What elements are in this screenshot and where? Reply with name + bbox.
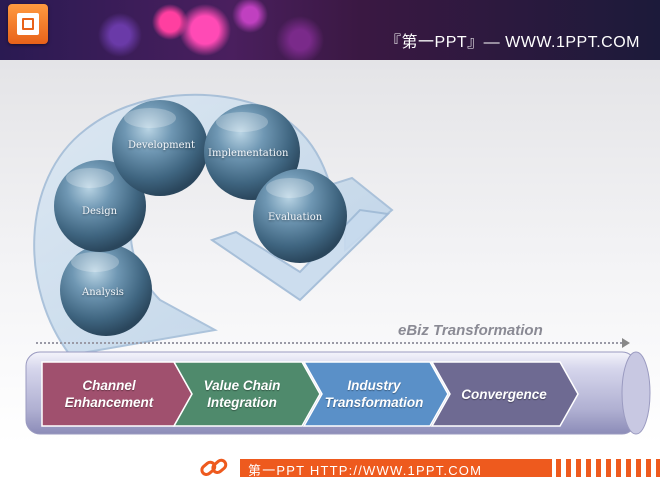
header-title: 『第一PPT』— WWW.1PPT.COM bbox=[385, 34, 640, 51]
step-label-channel-enhancement: Channel Enhancement bbox=[64, 378, 154, 410]
footer-stripes bbox=[556, 459, 660, 477]
footer-url[interactable]: 第一PPT HTTP://WWW.1PPT.COM bbox=[248, 463, 483, 478]
dotted-divider-arrow bbox=[622, 338, 630, 348]
sphere-development bbox=[112, 100, 208, 196]
sphere-analysis bbox=[60, 244, 152, 336]
sphere-design bbox=[54, 160, 146, 252]
step-label-convergence: Convergence bbox=[461, 387, 547, 402]
link-icon bbox=[200, 458, 228, 476]
step-chevron-convergence bbox=[430, 361, 579, 427]
stage-label-evaluation: Evaluation bbox=[268, 212, 323, 223]
ebiz-transformation-title: eBiz Transformation bbox=[398, 322, 543, 339]
step-chevron-industry-transformation bbox=[302, 361, 449, 427]
step-label-value-chain-integration: Value Chain Integration bbox=[203, 378, 281, 410]
header-banner: 『第一PPT』— WWW.1PPT.COM bbox=[0, 0, 660, 60]
stage-label-design: Design bbox=[82, 206, 118, 217]
footer-bar bbox=[240, 459, 552, 477]
stage-label-development: Development bbox=[128, 140, 195, 151]
dotted-divider bbox=[36, 342, 626, 344]
step-chevron-value-chain-integration bbox=[172, 361, 321, 427]
stage-label-analysis: Analysis bbox=[82, 287, 124, 298]
stage-label-implementation: Implementation bbox=[208, 148, 289, 159]
sphere-evaluation bbox=[253, 169, 347, 263]
presentation-icon[interactable] bbox=[8, 4, 48, 44]
step-label-industry-transformation: Industry Transformation bbox=[324, 378, 424, 410]
